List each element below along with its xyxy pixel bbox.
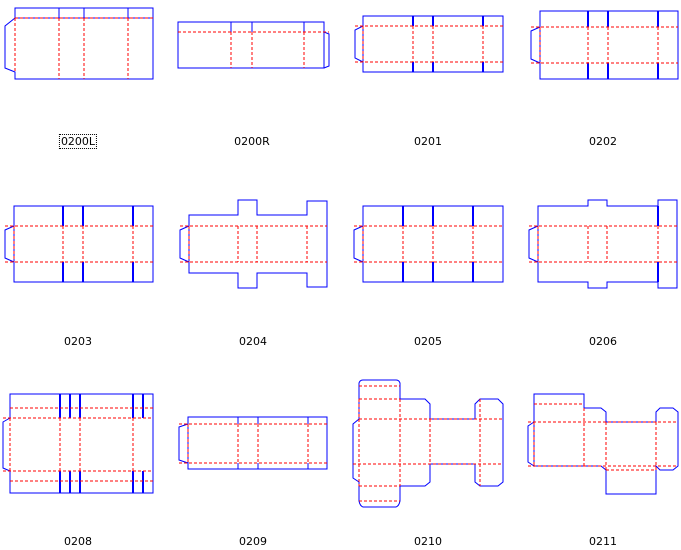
dieline-0205-diagram (353, 205, 504, 283)
dieline-0208-diagram (2, 393, 154, 494)
style-item-0204[interactable]: 0204 (170, 190, 340, 360)
style-label: 0206 (589, 335, 617, 348)
style-item-0211[interactable]: 0211 (510, 380, 681, 550)
style-label: 0205 (414, 335, 442, 348)
style-item-0203[interactable]: 0203 (0, 190, 170, 360)
style-item-0205[interactable]: 0205 (340, 190, 510, 360)
dieline-0201-diagram (354, 15, 504, 73)
style-item-0209[interactable]: 0209 (170, 380, 340, 550)
style-label: 0202 (589, 135, 617, 148)
dieline-0203-diagram (4, 205, 154, 283)
style-label: 0204 (239, 335, 267, 348)
style-label: 0211 (589, 535, 617, 548)
style-item-0200R[interactable]: 0200R (170, 0, 340, 160)
dieline-0202-diagram (530, 10, 679, 80)
dieline-0209-diagram (178, 416, 328, 470)
style-item-0200L[interactable]: 0200L (0, 0, 170, 160)
dieline-0200L-diagram (4, 7, 154, 80)
style-label: 0210 (414, 535, 442, 548)
style-item-0208[interactable]: 0208 (0, 380, 170, 550)
style-item-0210[interactable]: 0210 (340, 370, 510, 550)
style-label: 0209 (239, 535, 267, 548)
style-item-0206[interactable]: 0206 (510, 190, 681, 360)
style-label: 0201 (414, 135, 442, 148)
style-label: 0208 (64, 535, 92, 548)
dieline-0204-diagram (179, 199, 328, 289)
style-label: 0203 (64, 335, 92, 348)
style-label: 0200R (234, 135, 270, 148)
dieline-0211-diagram (527, 393, 679, 495)
dieline-0206-diagram (528, 199, 678, 289)
dieline-0210-diagram (352, 379, 504, 508)
dieline-0200R-diagram (177, 21, 330, 69)
style-item-0202[interactable]: 0202 (510, 0, 681, 160)
style-item-0201[interactable]: 0201 (340, 0, 510, 160)
style-label: 0200L (58, 134, 98, 149)
